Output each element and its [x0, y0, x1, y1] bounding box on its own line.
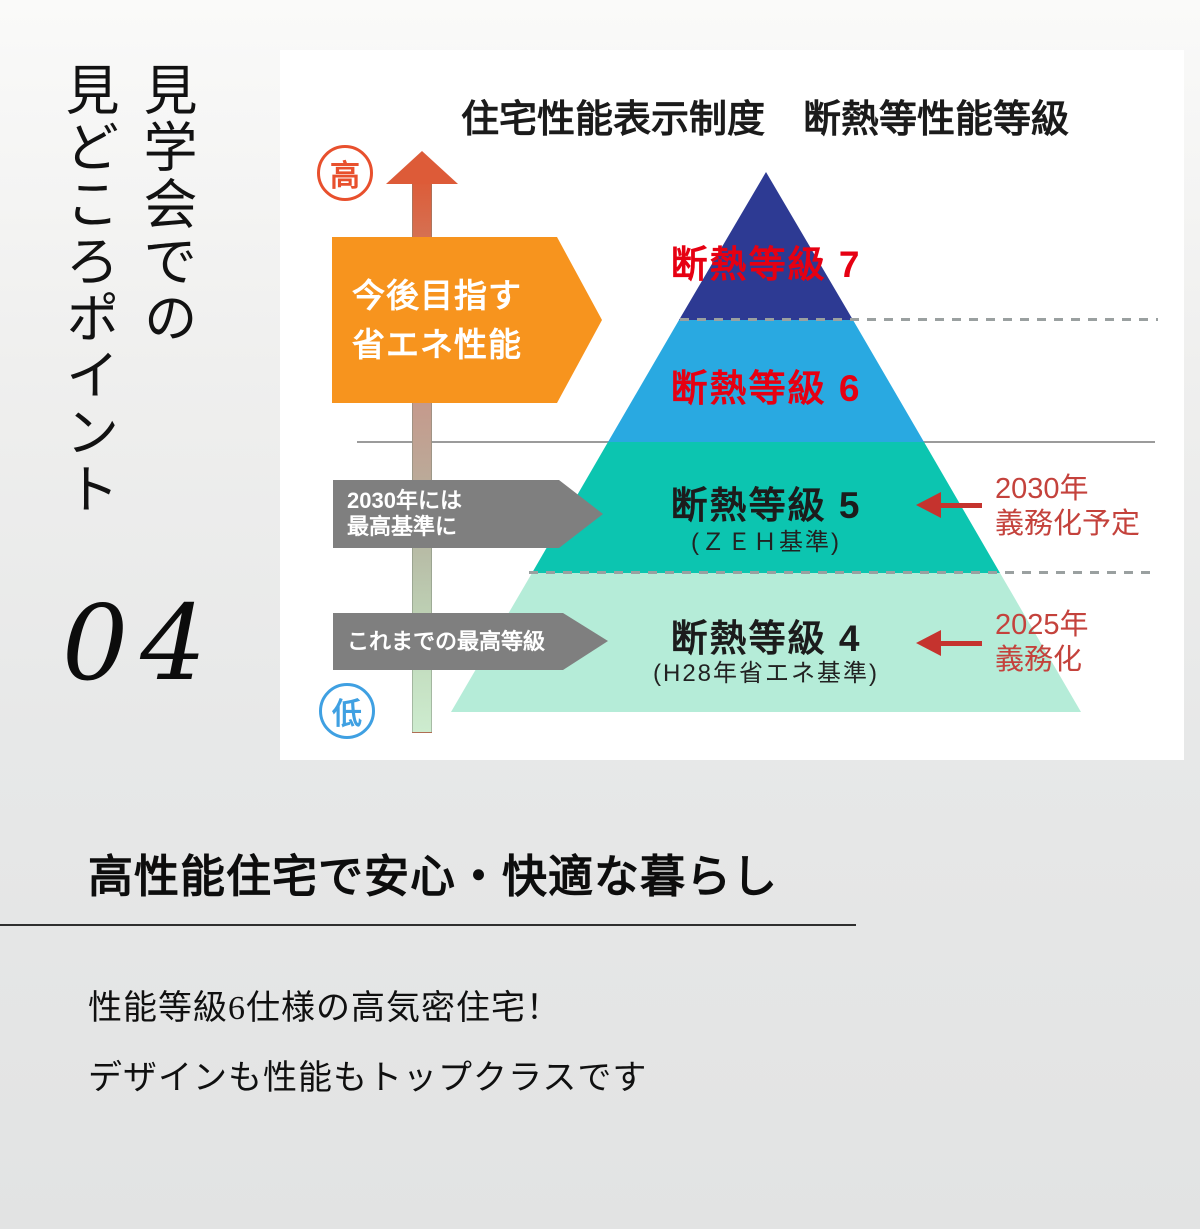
left-arrow-icon-2025: [916, 630, 941, 656]
future-target-line-2: 省エネ性能: [352, 326, 522, 363]
annotation-2025-text: 義務化: [995, 644, 1083, 676]
vertical-title-line-1: 見学会での: [134, 62, 197, 347]
banner-2030-standard: 2030年には 最高基準に: [333, 480, 603, 548]
grade7-label: 断熱等級 7: [670, 244, 862, 285]
sidebar-vertical-title: 見学会での 見どころポイント: [48, 62, 204, 702]
heading-underline: [0, 924, 856, 926]
future-target-line-1: 今後目指す: [352, 277, 522, 314]
bottom-text-line-1: 性能等級6仕様の高気密住宅！: [88, 990, 561, 1027]
annotation-2030-year: 2030年: [995, 473, 1089, 505]
grade5-sub-label: (ＺＥＨ基準): [691, 529, 841, 556]
annotation-2025: 2025年 義務化: [995, 608, 1089, 678]
annotation-2030-text: 義務化予定: [995, 508, 1141, 540]
annotation-2030: 2030年 義務化予定: [995, 472, 1140, 542]
banner-2030-line-1: 2030年には: [347, 488, 462, 513]
banner-2030-line-2: 最高基準に: [347, 514, 458, 539]
bottom-text-line-2: デザインも性能もトップクラスです: [88, 1060, 648, 1097]
future-target-banner: 今後目指す 省エネ性能: [332, 237, 602, 403]
grade4-sub-label: (H28年省エネ基準): [652, 660, 880, 687]
axis-arrow-up-icon: [386, 151, 458, 184]
annotation-2025-year: 2025年: [995, 609, 1089, 641]
low-badge: 低: [319, 683, 375, 739]
left-arrow-icon-2030: [916, 492, 941, 518]
banner-past-highest-grade: これまでの最高等級: [333, 613, 608, 670]
bottom-heading: 高性能住宅で安心・快適な暮らし: [88, 852, 779, 902]
point-number: 04: [62, 582, 219, 704]
insulation-grade-pyramid: 断熱等級 7 断熱等級 6 断熱等級 5 (ＺＥＨ基準) 断熱等級 4 (H28…: [451, 172, 1081, 712]
grade6-label: 断熱等級 6: [670, 368, 862, 409]
dashed-divider-top: [680, 318, 1158, 321]
dashed-divider-bottom: [529, 571, 1158, 574]
high-badge: 高: [317, 145, 373, 201]
grade4-label: 断熱等級 4: [670, 618, 862, 659]
grade5-label: 断熱等級 5: [670, 485, 862, 526]
diagram-title: 住宅性能表示制度 断熱等性能等級: [460, 99, 1069, 141]
vertical-title-line-2: 見どころポイント: [56, 62, 119, 518]
left-arrow-bar-2030: [940, 503, 982, 508]
diagram-panel: 住宅性能表示制度 断熱等性能等級 高 低 今後目指す 省エネ性能 2030年には…: [280, 50, 1184, 760]
left-arrow-bar-2025: [940, 641, 982, 646]
